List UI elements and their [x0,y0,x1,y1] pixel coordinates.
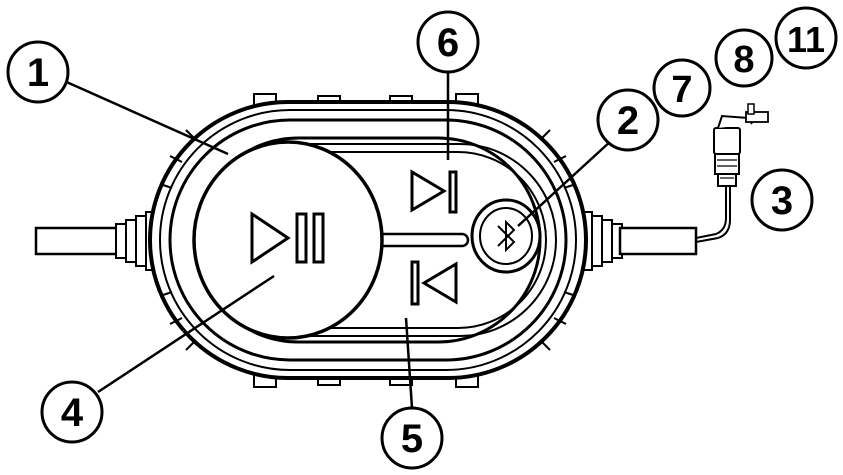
callout-11: 11 [774,6,838,70]
right-cable [581,211,698,271]
svg-text:4: 4 [61,391,84,435]
callout-7: 7 [652,58,712,118]
svg-text:8: 8 [733,39,754,81]
callout-6: 6 [416,10,480,74]
play-pause-button[interactable] [192,140,384,340]
callout-4: 4 [40,380,104,444]
next-track-icon [410,169,458,214]
svg-text:1: 1 [27,51,49,95]
svg-text:6: 6 [437,21,459,65]
callout-2: 2 [596,88,660,152]
left-cable [34,211,157,271]
next-track-button[interactable] [410,169,458,214]
connector-wire [695,103,769,243]
callout-1: 1 [6,40,70,104]
svg-text:5: 5 [401,417,423,461]
svg-text:3: 3 [771,179,793,223]
callout-8: 8 [714,28,774,88]
play-pause-icon [250,211,325,265]
bluetooth-icon [497,219,516,253]
previous-track-button[interactable] [410,260,458,306]
callout-3: 3 [750,168,814,232]
svg-text:2: 2 [617,99,639,143]
svg-text:7: 7 [671,69,692,111]
svg-text:11: 11 [787,19,825,60]
bluetooth-button[interactable] [470,198,542,274]
previous-track-icon [410,260,458,306]
leader-lines [61,70,613,409]
callout-5: 5 [380,406,444,470]
